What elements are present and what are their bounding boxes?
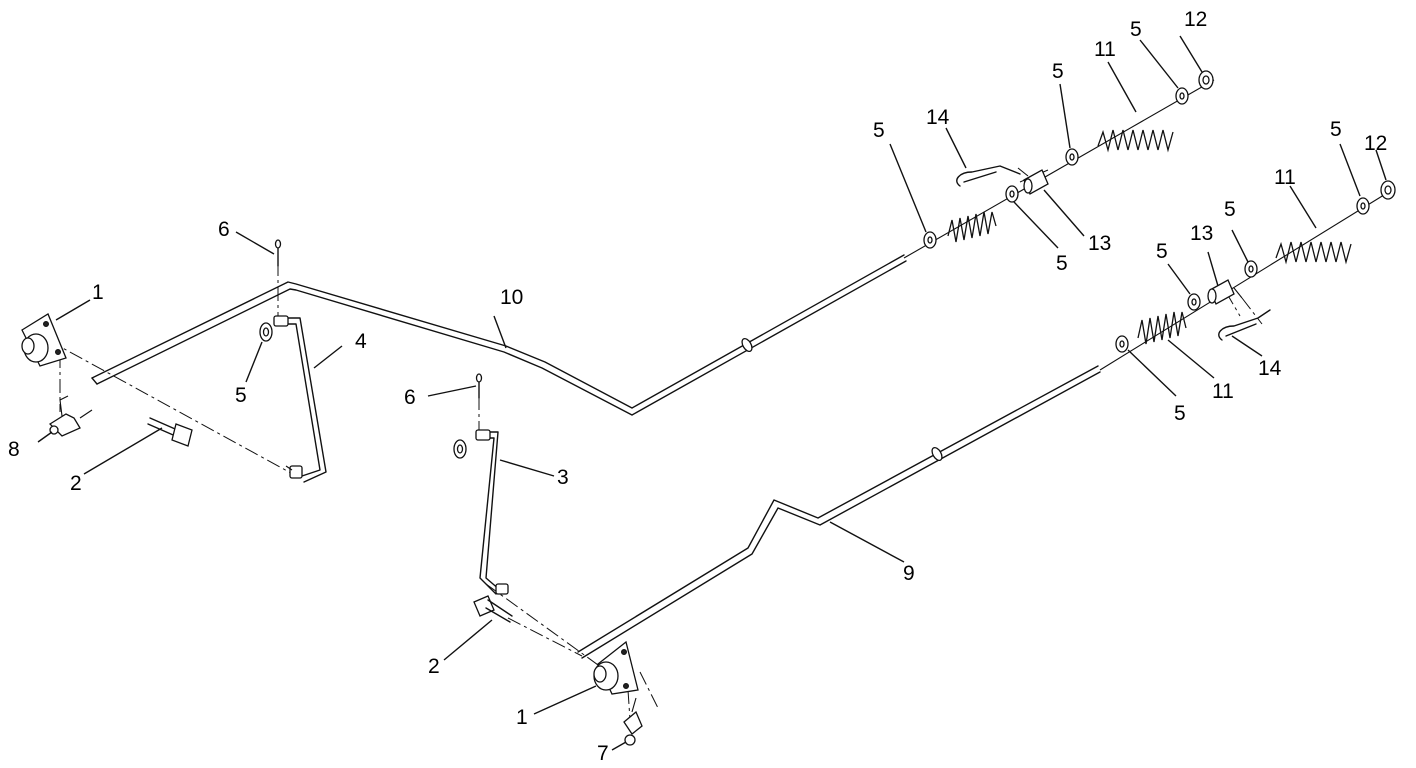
callout-5-a: 5 bbox=[235, 384, 247, 407]
cotter-pins bbox=[274, 239, 483, 399]
hairpin-clips bbox=[956, 165, 1271, 341]
rod-10 bbox=[91, 254, 907, 416]
callout-5-e: 5 bbox=[1130, 18, 1142, 41]
callout-5-c: 5 bbox=[1056, 252, 1068, 275]
callout-10: 10 bbox=[500, 286, 523, 309]
callout-5-g: 5 bbox=[1156, 240, 1168, 263]
callout-13-lower: 13 bbox=[1190, 222, 1213, 245]
callout-12-upper: 12 bbox=[1184, 8, 1207, 31]
assembly-phantom-lines bbox=[47, 169, 1263, 721]
leader-lines bbox=[37, 35, 1387, 751]
callout-11-lower-right: 11 bbox=[1274, 166, 1296, 189]
callout-12-lower: 12 bbox=[1364, 132, 1387, 155]
bolt-bottom bbox=[473, 595, 513, 623]
callout-14-upper: 14 bbox=[926, 106, 950, 129]
callout-1-bottom: 1 bbox=[516, 706, 528, 729]
callout-8: 8 bbox=[8, 438, 20, 461]
callout-6-bottom: 6 bbox=[404, 386, 416, 409]
rod-9 bbox=[577, 365, 1101, 659]
callout-labels: 1 1 2 2 3 4 5 5 5 5 5 5 5 5 5 5 6 6 7 8 … bbox=[8, 8, 1387, 765]
upper-spring-assembly bbox=[903, 70, 1215, 259]
callout-5-h: 5 bbox=[1224, 198, 1236, 221]
callout-3: 3 bbox=[557, 466, 569, 489]
callout-2-bottom: 2 bbox=[428, 655, 440, 678]
callout-7: 7 bbox=[597, 742, 609, 765]
bellcrank-left bbox=[21, 313, 67, 367]
callout-5-i: 5 bbox=[1330, 118, 1342, 141]
callout-13-upper: 13 bbox=[1088, 232, 1111, 255]
callout-14-lower: 14 bbox=[1258, 357, 1282, 380]
callout-5-f: 5 bbox=[1174, 402, 1186, 425]
bolt-left bbox=[147, 417, 193, 447]
callout-2-left: 2 bbox=[70, 472, 82, 495]
callout-4: 4 bbox=[355, 330, 367, 353]
callout-6-left: 6 bbox=[218, 218, 230, 241]
link-rod-3 bbox=[453, 429, 509, 595]
callout-11-upper: 11 bbox=[1094, 38, 1116, 61]
callout-1-left: 1 bbox=[92, 281, 104, 304]
callout-11-lower: 11 bbox=[1212, 380, 1234, 403]
callout-5-d: 5 bbox=[1052, 60, 1064, 83]
clip-7 bbox=[623, 697, 643, 746]
clip-8 bbox=[48, 395, 93, 437]
callout-5-b: 5 bbox=[873, 119, 885, 142]
bellcrank-bottom bbox=[593, 640, 639, 695]
link-rod-4 bbox=[259, 315, 327, 483]
callout-9: 9 bbox=[903, 562, 915, 585]
lower-spring-assembly bbox=[1099, 180, 1396, 371]
